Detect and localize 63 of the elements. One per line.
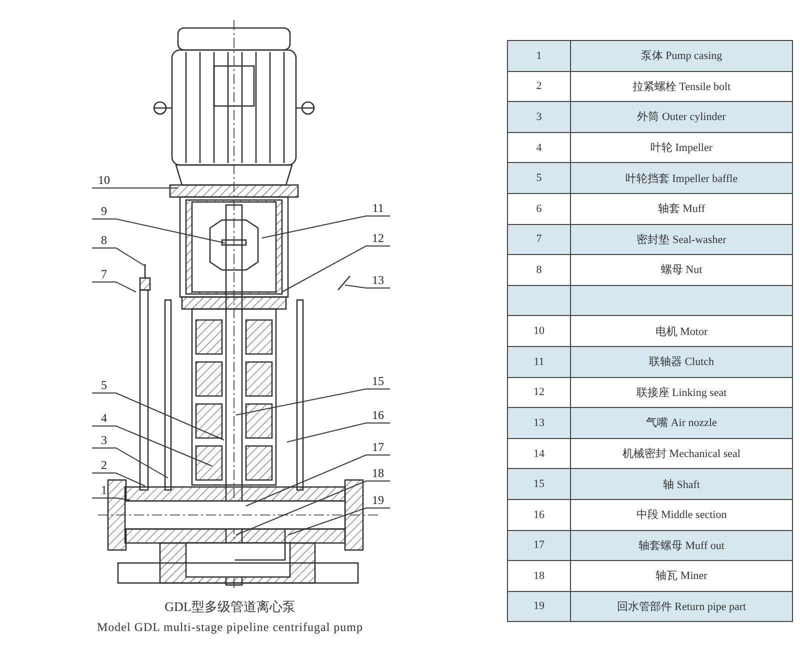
table-cell: 螺母 Nut — [570, 254, 792, 286]
table-cell: 轴 Shaft — [570, 468, 792, 500]
callout-number: 9 — [92, 203, 116, 219]
table-cell: 密封垫 Seal-washer — [570, 224, 792, 255]
number-cell: 8 — [508, 254, 570, 286]
callout-number: 12 — [366, 230, 390, 246]
callout-number: 4 — [92, 410, 116, 426]
callout-number: 10 — [92, 172, 116, 188]
table-cell: 中段 Middle section — [570, 499, 792, 530]
number-cell: 10 — [508, 316, 570, 346]
leader-line — [236, 388, 390, 416]
leader-line — [92, 282, 136, 292]
callout-number: 13 — [366, 272, 390, 288]
number-cell: 15 — [508, 468, 570, 500]
callout-number: 3 — [92, 432, 116, 448]
number-cell: 17 — [508, 530, 570, 561]
table-cell: 轴瓦 Miner — [570, 560, 792, 592]
callout-number: 2 — [92, 457, 116, 473]
number-cell: 19 — [508, 591, 570, 622]
number-cell: 6 — [508, 193, 570, 224]
table-cell: 叶轮挡套 Impeller baffle — [570, 162, 792, 194]
leader-line — [286, 422, 390, 442]
number-cell: 1 — [508, 40, 570, 72]
leader-line — [92, 472, 146, 486]
callout-number: 8 — [92, 232, 116, 248]
caption-text: Model GDL multi-stage pipeline centrifugal pump — [96, 620, 364, 635]
caption: GDL型多级管道离心泵 — [164, 598, 296, 616]
number-cell: 18 — [508, 560, 570, 592]
table-cell: 电机 Motor — [570, 316, 792, 346]
table-cell: 轴套 Muff — [570, 193, 792, 224]
callout-number: 17 — [366, 439, 390, 455]
table-cell: 联轴器 Clutch — [570, 346, 792, 378]
leader-line — [92, 218, 226, 244]
leader-line — [288, 508, 390, 536]
table-cell: 气嘴 Air nozzle — [570, 408, 792, 438]
number-cell: 3 — [508, 102, 570, 132]
callout-number: 19 — [366, 492, 390, 508]
callout-number: 15 — [366, 373, 390, 389]
callout-number: 7 — [92, 266, 116, 282]
leader-line — [282, 246, 390, 292]
leader-line — [92, 248, 146, 266]
number-cell: 13 — [508, 408, 570, 438]
leader-line — [92, 498, 130, 500]
callout-number: 5 — [92, 377, 116, 393]
callout-number: 18 — [366, 465, 390, 481]
leader-line — [262, 216, 390, 238]
table-cell: 外筒 Outer cylinder — [570, 102, 792, 132]
leader-line — [92, 448, 168, 478]
number-cell: 16 — [508, 499, 570, 530]
number-cell: 5 — [508, 162, 570, 194]
number-cell: 11 — [508, 346, 570, 378]
callout-number: 16 — [366, 407, 390, 423]
leader-line — [246, 454, 390, 506]
table-cell: 轴套螺母 Muff out — [570, 530, 792, 561]
leader-line — [92, 426, 212, 466]
leader-line — [344, 284, 390, 288]
callout-number: 11 — [366, 200, 390, 216]
table-cell: 回水管部件 Return pipe part — [570, 591, 792, 622]
leader-line — [236, 480, 390, 536]
table-cell: 泵体 Pump casing — [570, 40, 792, 72]
number-cell: 7 — [508, 224, 570, 255]
leader-line — [92, 392, 224, 440]
callout-number: 1 — [92, 482, 116, 498]
